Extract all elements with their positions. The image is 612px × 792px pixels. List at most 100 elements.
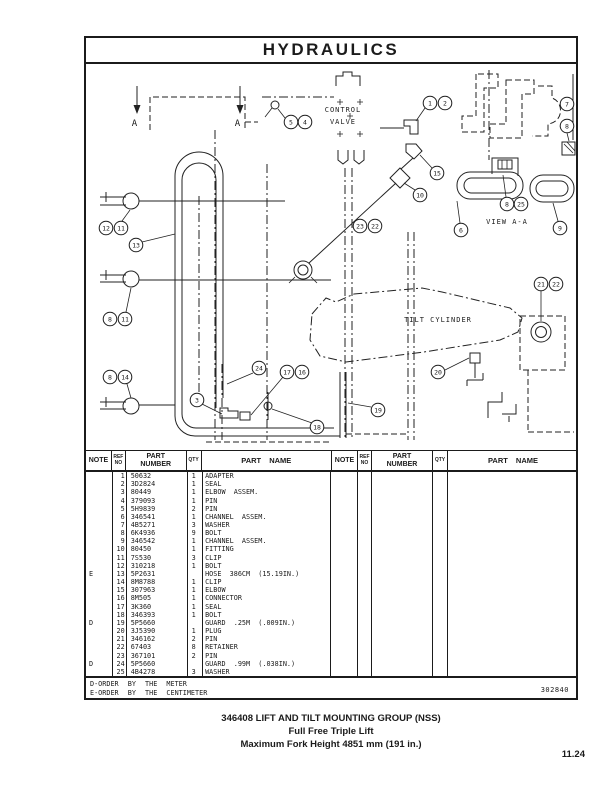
svg-text:9: 9 — [558, 224, 562, 232]
cell-ref: 13 — [116, 569, 125, 578]
cell-name: ELBOW ASSEM. — [205, 488, 259, 497]
cell-part: 4B4278 — [130, 667, 156, 676]
cell-part: 5P2631 — [130, 569, 156, 578]
cell-qty: 1 — [191, 480, 196, 489]
cell-part: 80449 — [130, 488, 152, 497]
callout-balloon-14: 14 — [117, 369, 133, 385]
cell-name: CONNECTOR — [205, 594, 242, 603]
cell-ref: 22 — [116, 643, 125, 652]
col-note: NOTE — [332, 451, 358, 470]
callout-balloon-17: 17 — [279, 364, 295, 380]
cell-ref: 11 — [116, 553, 125, 562]
cell-qty: 3 — [191, 667, 196, 676]
cell-ref: 1 — [120, 472, 125, 481]
callout-balloon-11: 11 — [113, 220, 129, 236]
cell-ref: 24 — [116, 659, 125, 668]
cell-name: HOSE 386CM (15.19IN.) — [205, 569, 300, 578]
cell-part: 3J5390 — [130, 627, 156, 636]
page-number: 11.24 — [561, 749, 585, 760]
solid-linework — [100, 71, 576, 438]
svg-text:5: 5 — [289, 118, 293, 126]
col-part-name: PART NAME — [241, 455, 292, 465]
callout-balloon-21: 21 — [533, 276, 549, 292]
callout-balloon-12: 12 — [98, 220, 114, 236]
cell-part: 8M8788 — [130, 578, 156, 587]
page-frame: HYDRAULICS — [84, 36, 578, 700]
cell-qty: 1 — [191, 496, 196, 505]
cell-name: SEAL — [205, 602, 222, 611]
cell-ref: 6 — [120, 512, 125, 521]
callout-balloon-16: 16 — [294, 364, 310, 380]
cell-qty: 1 — [191, 488, 196, 497]
callout-balloon-23: 23 — [352, 218, 368, 234]
cell-name: BOLT — [205, 529, 222, 538]
cell-name: FITTING — [205, 545, 234, 554]
cell-part: 5H9839 — [130, 504, 156, 513]
cell-name: CHANNEL ASSEM. — [205, 512, 267, 521]
cell-ref: 17 — [116, 602, 125, 611]
col-part-name: PART NAME — [487, 455, 539, 465]
cell-name: WASHER — [205, 667, 230, 676]
mast-centerlines — [198, 70, 490, 440]
callout-balloon-25: 25 — [513, 196, 529, 212]
svg-text:22: 22 — [371, 222, 379, 230]
svg-text:22: 22 — [552, 280, 560, 288]
callout-balloon-8: 8 — [559, 118, 575, 134]
svg-text:24: 24 — [255, 364, 263, 372]
cell-part: 5P5660 — [130, 659, 156, 668]
cell-name: GUARD .99M (.038IN.) — [205, 659, 296, 668]
cell-ref: 20 — [116, 627, 125, 636]
caption-subtitle: Full Free Triple Lift — [288, 726, 374, 737]
cell-part: 346162 — [130, 635, 156, 644]
cell-qty: 1 — [191, 545, 196, 554]
callout-balloon-8: 8 — [499, 196, 515, 212]
cell-part: 3D2824 — [130, 480, 156, 489]
cell-ref: 14 — [116, 578, 125, 587]
cell-ref: 9 — [120, 537, 125, 546]
callout-balloon-13: 13 — [128, 237, 144, 253]
body-right — [331, 472, 576, 676]
callout-balloon-11: 11 — [117, 311, 133, 327]
caption-fork-height: Maximum Fork Height 4851 mm (191 in.) — [240, 739, 422, 750]
callout-balloon-4: 4 — [297, 114, 313, 130]
cell-ref: 16 — [116, 594, 125, 603]
cell-ref: 25 — [116, 667, 125, 676]
form-number: 302840 — [540, 686, 569, 694]
cell-ref: 12 — [116, 561, 125, 570]
cell-note: D — [89, 618, 94, 627]
cell-qty: 2 — [191, 504, 196, 513]
cell-name: ELBOW — [205, 586, 226, 595]
callout-balloon-10: 10 — [412, 187, 428, 203]
svg-text:18: 18 — [313, 423, 321, 431]
cell-qty: 9 — [191, 529, 196, 538]
svg-text:11: 11 — [121, 315, 129, 323]
svg-text:8: 8 — [108, 315, 112, 323]
cell-part: 346541 — [130, 512, 156, 521]
callout-balloon-5: 5 — [283, 114, 299, 130]
svg-text:19: 19 — [374, 406, 382, 414]
leader-lines — [121, 107, 570, 424]
cell-qty: 2 — [191, 651, 196, 660]
cell-ref: 18 — [116, 610, 125, 619]
callout-balloon-15: 15 — [429, 165, 445, 181]
col-qty: QTY — [433, 451, 448, 470]
svg-text:20: 20 — [434, 368, 442, 376]
cell-part: 346393 — [130, 610, 156, 619]
